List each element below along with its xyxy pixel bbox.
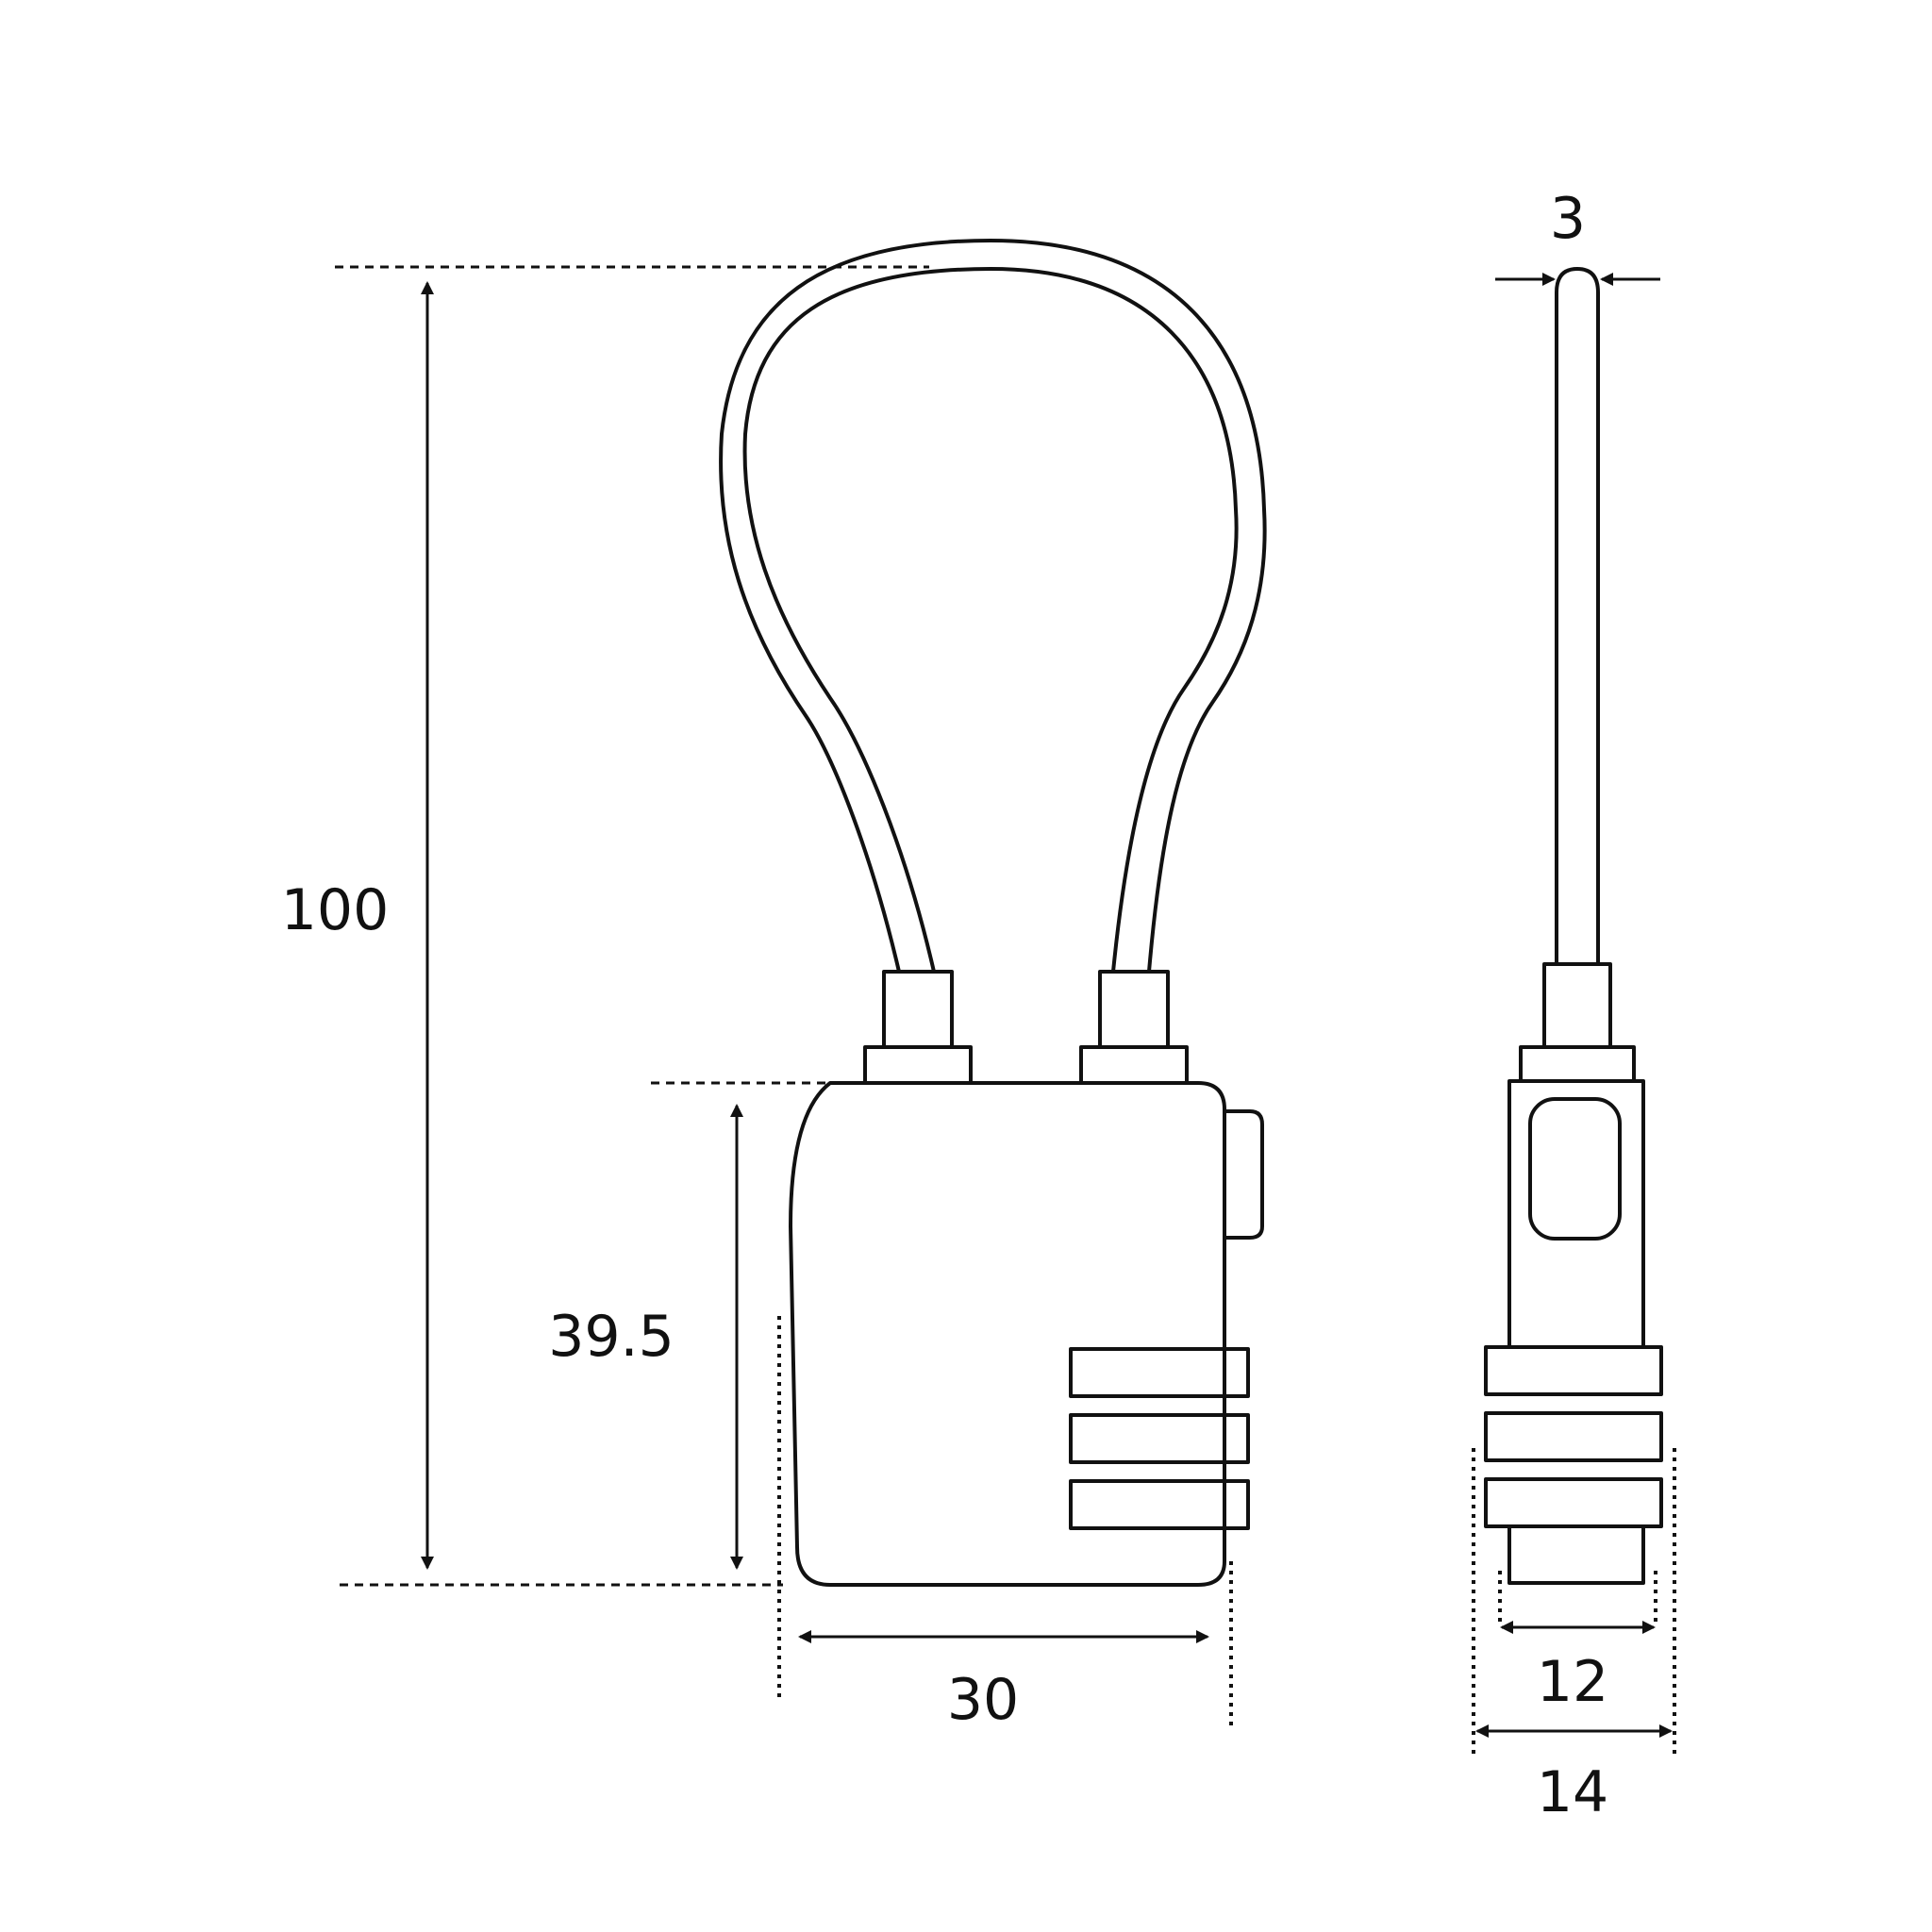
- label-total-height: 100: [281, 877, 390, 943]
- combination-dial-2: [1069, 1413, 1250, 1464]
- side-button: [1528, 1097, 1622, 1241]
- side-dial-3: [1484, 1477, 1663, 1528]
- ferrule-right-upper: [1098, 970, 1170, 1049]
- release-button: [1223, 1109, 1264, 1240]
- side-base: [1507, 1524, 1645, 1585]
- combination-dial-1: [1069, 1347, 1250, 1398]
- combination-dial-3: [1069, 1479, 1250, 1530]
- label-body-width: 30: [947, 1667, 1019, 1733]
- label-inner-width: 12: [1537, 1649, 1608, 1715]
- side-dial-1: [1484, 1345, 1663, 1396]
- ferrule-left-upper: [882, 970, 954, 1049]
- dimension-labels: 100 39.5 30 3 12 14: [281, 186, 1608, 1825]
- label-outer-width: 14: [1537, 1759, 1608, 1825]
- ferrule-right-lower: [1079, 1045, 1189, 1085]
- side-cable: [1555, 267, 1600, 966]
- front-view: [719, 239, 1267, 1587]
- dimension-lines: [335, 265, 1676, 1755]
- side-ferrule-upper: [1542, 962, 1612, 1049]
- label-body-height: 39.5: [548, 1304, 675, 1370]
- side-ferrule-lower: [1519, 1045, 1636, 1083]
- side-view: [1484, 267, 1663, 1585]
- cable-shackle-outer: [742, 267, 1239, 974]
- side-dial-2: [1484, 1411, 1663, 1462]
- ferrule-left-lower: [863, 1045, 973, 1085]
- lock-body: [789, 1081, 1226, 1587]
- label-cable-diameter: 3: [1550, 186, 1586, 252]
- cable-shackle-inner: [719, 239, 1267, 974]
